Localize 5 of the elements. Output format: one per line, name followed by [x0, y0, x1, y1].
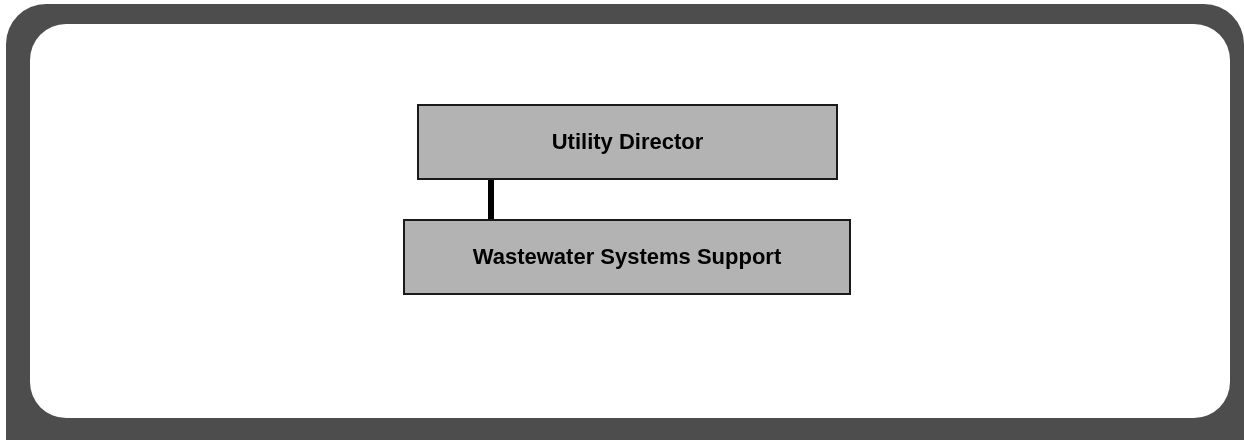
- role-title: Utility Director: [551, 129, 704, 155]
- org-box: [417, 104, 838, 180]
- connector-line: [488, 180, 494, 219]
- org-box: [403, 219, 851, 295]
- role-title: Wastewater Systems Support: [472, 244, 782, 270]
